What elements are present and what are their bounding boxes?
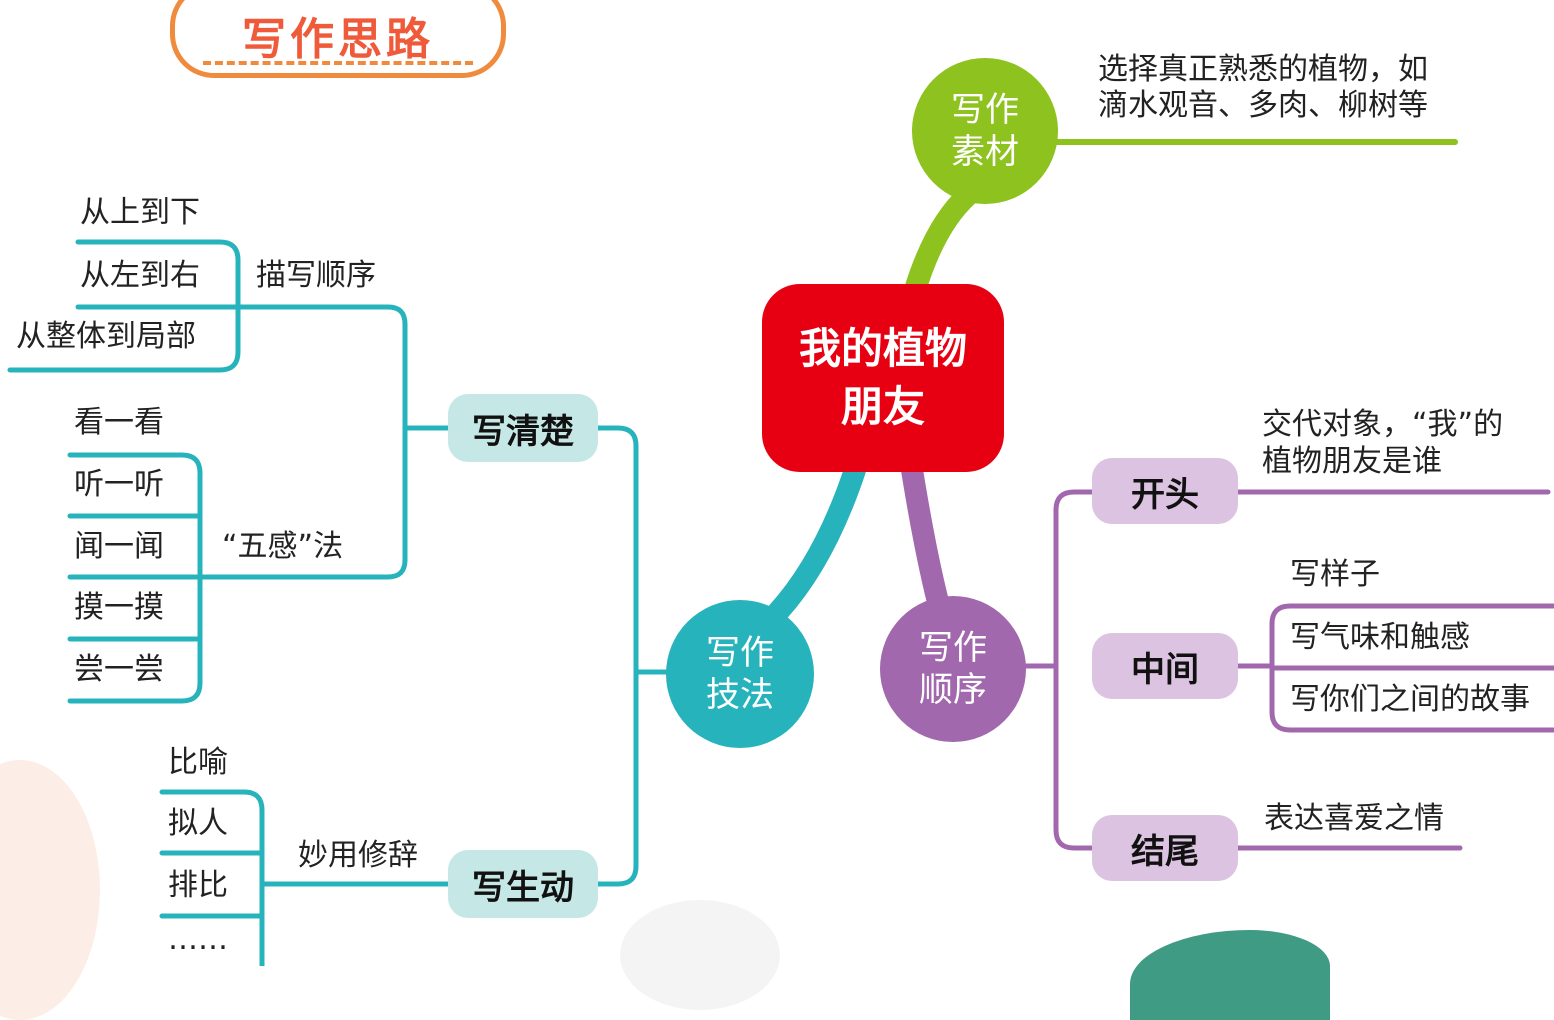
middle-pill: 中间 bbox=[1092, 633, 1238, 699]
center-line-2: 朋友 bbox=[840, 382, 925, 431]
vivid-pill: 写生动 bbox=[448, 850, 598, 918]
title-dashed-underline bbox=[203, 61, 473, 65]
start-desc-2: 植物朋友是谁 bbox=[1262, 444, 1442, 479]
sequence-label-1: 写作 bbox=[919, 628, 987, 668]
technique-label-2: 技法 bbox=[706, 675, 774, 715]
rhetoric-label: 妙用修辞 bbox=[298, 838, 418, 873]
senses-item: 听一听 bbox=[74, 467, 164, 502]
middle-item: 写样子 bbox=[1290, 557, 1380, 592]
senses-item: 摸一摸 bbox=[74, 590, 164, 625]
material-label-1: 写作 bbox=[951, 90, 1019, 130]
technique-fork bbox=[595, 425, 639, 887]
center-node: 我的植物 朋友 bbox=[762, 284, 1004, 472]
sequence-node: 写作 顺序 bbox=[880, 596, 1026, 742]
rhetoric-item: 拟人 bbox=[168, 806, 228, 841]
sequence-fork bbox=[1053, 489, 1095, 851]
technique-node: 写作 技法 bbox=[666, 600, 814, 748]
rhetoric-item: 排比 bbox=[168, 868, 228, 903]
order-label: 描写顺序 bbox=[256, 258, 376, 293]
material-node: 写作 素材 bbox=[912, 58, 1058, 204]
order-item: 从上到下 bbox=[80, 195, 200, 230]
senses-item: 看一看 bbox=[74, 405, 164, 440]
sequence-label-2: 顺序 bbox=[919, 670, 987, 710]
material-desc-1: 选择真正熟悉的植物，如 bbox=[1098, 52, 1428, 87]
senses-item: 闻一闻 bbox=[74, 529, 164, 564]
page-title: 写作思路 bbox=[242, 14, 434, 65]
center-line-1: 我的植物 bbox=[798, 324, 967, 373]
branch-technique bbox=[767, 459, 866, 623]
order-item: 从整体到局部 bbox=[16, 319, 196, 354]
rhetoric-item: …… bbox=[168, 922, 228, 957]
middle-item: 写气味和触感 bbox=[1290, 620, 1470, 655]
rhetoric-bracket bbox=[159, 789, 265, 966]
branch-sequence bbox=[901, 459, 949, 613]
order-item: 从左到右 bbox=[80, 258, 200, 293]
mindmap-connectors bbox=[7, 139, 1554, 966]
rhetoric-item: 比喻 bbox=[168, 745, 228, 780]
end-desc: 表达喜爱之情 bbox=[1264, 801, 1444, 836]
clear-fork bbox=[197, 304, 408, 580]
start-pill: 开头 bbox=[1092, 458, 1238, 524]
start-desc-1: 交代对象，“我”的 bbox=[1262, 407, 1504, 442]
senses-item: 尝一尝 bbox=[74, 652, 164, 687]
material-label-2: 素材 bbox=[951, 132, 1019, 172]
branch-material bbox=[904, 184, 979, 301]
title-badge: 写作思路 bbox=[170, 0, 506, 78]
material-desc-2: 滴水观音、多肉、柳树等 bbox=[1098, 88, 1428, 123]
middle-item: 写你们之间的故事 bbox=[1290, 682, 1530, 717]
technique-label-1: 写作 bbox=[706, 633, 774, 673]
clear-pill: 写清楚 bbox=[448, 394, 598, 462]
end-pill: 结尾 bbox=[1092, 815, 1238, 881]
senses-label: “五感”法 bbox=[222, 529, 344, 564]
